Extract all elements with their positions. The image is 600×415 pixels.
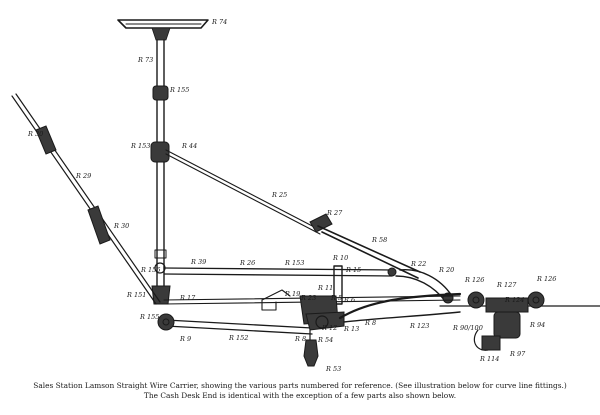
label-r114: R 114 [479, 355, 499, 363]
ceiling-plate [117, 19, 209, 41]
label-r19: R 19 [284, 290, 300, 298]
label-r94: R 94 [529, 321, 545, 329]
label-r25: R 25 [271, 191, 287, 199]
label-r58: R 58 [371, 236, 387, 244]
part-labels: R 74 R 73 R 155 R 153 R 44 R 30 R 29 R 3… [27, 18, 556, 373]
carrier-diagram: R 74 R 73 R 155 R 153 R 44 R 30 R 29 R 3… [11, 18, 600, 373]
pulley-assembly [439, 291, 600, 351]
label-r30-upper: R 30 [27, 130, 43, 138]
hanging-weight [303, 329, 319, 367]
label-r8-right: R 8 [364, 319, 376, 327]
label-r29: R 29 [75, 172, 91, 180]
label-r155: R 155 [169, 86, 189, 94]
central-mechanism [261, 265, 345, 331]
label-r44: R 44 [181, 142, 197, 150]
label-r152: R 152 [228, 334, 248, 342]
label-r11: R 11 [317, 284, 333, 292]
label-r53: R 53 [325, 365, 341, 373]
caption-line-1: Sales Station Lamson Straight Wire Carri… [33, 381, 567, 390]
label-r13: R 13 [343, 325, 359, 333]
label-r151: R 151 [126, 291, 146, 299]
label-r26: R 26 [239, 259, 255, 267]
label-r23: R 23 [300, 294, 316, 302]
label-r10: R 10 [332, 254, 348, 262]
lower-bar [157, 313, 313, 335]
figure-caption: Sales Station Lamson Straight Wire Carri… [0, 381, 600, 401]
label-r126-right: R 126 [536, 275, 556, 283]
label-r127: R 127 [496, 281, 517, 289]
label-r156: R 156 [140, 266, 160, 274]
label-r6: R 6 [343, 296, 355, 304]
label-r15: R 15 [345, 266, 361, 274]
label-r27: R 27 [326, 209, 343, 217]
label-r153: R 153 [130, 142, 150, 150]
label-r17: R 17 [179, 294, 196, 302]
label-r97: R 97 [509, 350, 526, 358]
label-r124: R 124 [504, 296, 524, 304]
label-r12: R 12 [321, 324, 337, 332]
label-r5: R 5 [330, 294, 342, 302]
label-r30-lower: R 30 [113, 222, 129, 230]
diagonal-rod [165, 149, 321, 235]
label-r8-left: R 8 [294, 335, 306, 343]
vertical-pole [150, 39, 171, 305]
caption-line-2: The Cash Desk End is identical with the … [143, 391, 457, 400]
label-r73: R 73 [137, 56, 153, 64]
rope [338, 292, 462, 323]
label-r155-lower: R 155 [139, 313, 159, 321]
label-r39: R 39 [190, 258, 206, 266]
label-r54: R 54 [317, 336, 333, 344]
label-r9: R 9 [179, 335, 191, 343]
label-r20: R 20 [438, 266, 454, 274]
label-r153-lower: R 153 [284, 259, 304, 267]
label-r123: R 123 [409, 322, 429, 330]
pull-handle [11, 93, 161, 305]
label-r22: R 22 [410, 260, 426, 268]
label-r90-100: R 90/100 [452, 324, 483, 332]
label-r74: R 74 [211, 18, 227, 26]
label-r126-left: R 126 [464, 276, 484, 284]
